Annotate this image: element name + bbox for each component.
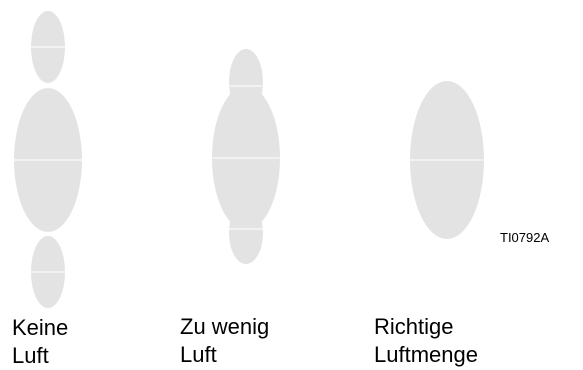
caption-no-air-line2: Luft (12, 342, 68, 370)
caption-too-little-air-line1: Zu wenig (180, 313, 269, 341)
figure-reference-id: TI0792A (500, 230, 549, 245)
caption-correct-air-line2: Luftmenge (374, 341, 478, 369)
caption-correct-air-line1: Richtige (374, 313, 478, 341)
pattern-too-little-air (212, 49, 280, 264)
caption-correct-air: Richtige Luftmenge (374, 313, 478, 369)
caption-too-little-air-line2: Luft (180, 341, 269, 369)
pattern-correct-air (410, 81, 484, 239)
caption-too-little-air: Zu wenig Luft (180, 313, 269, 369)
caption-no-air-line1: Keine (12, 314, 68, 342)
caption-no-air: Keine Luft (12, 314, 68, 370)
pattern-no-air (14, 11, 82, 308)
